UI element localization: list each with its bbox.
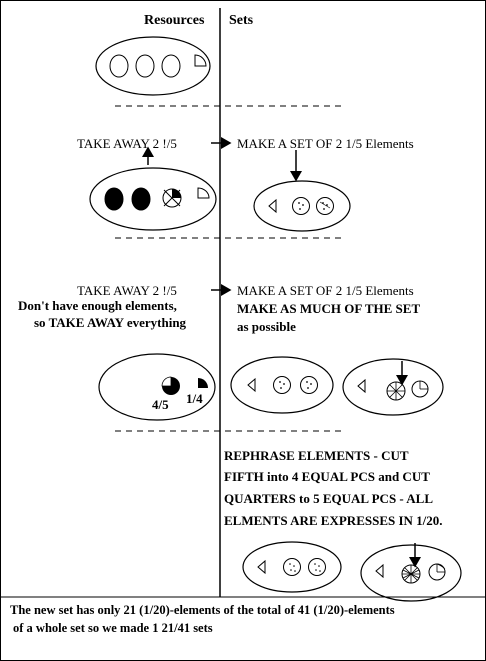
set-ellipse-step2-partial (342, 358, 444, 416)
set-ellipse-step2-full (230, 356, 334, 414)
step1-take-away-text: TAKE AWAY 2 !/5 (77, 136, 177, 151)
set-ellipse-step3-full (242, 541, 342, 593)
resources-ellipse-initial (95, 36, 211, 96)
step3-rephrase-line3: QUARTERS to 5 EQUAL PCS - ALL (224, 491, 434, 506)
resources-ellipse-step2 (98, 353, 216, 421)
quarter-piece-icon (197, 187, 210, 199)
resources-ellipse-step1 (89, 167, 217, 231)
quarter-piece-icon (194, 54, 207, 67)
step2-take-away-text: TAKE AWAY 2 !/5 (77, 283, 177, 298)
sets-header: Sets (229, 13, 254, 28)
step2-make-much-line1: MAKE AS MUCH OF THE SET (237, 301, 421, 316)
step2-make-much-line2: as possible (237, 319, 296, 334)
resources-header: Resources (144, 13, 205, 28)
step3-rephrase-line4: ELMENTS ARE EXPRESSES IN 1/20. (224, 513, 443, 528)
label-one-quarter: 1/4 (186, 391, 203, 406)
step2-not-enough-line1: Don't have enough elements, (18, 298, 177, 313)
step2-make-set-text: MAKE A SET OF 2 1/5 Elements (237, 283, 414, 298)
step3-rephrase-line2: FIFTH into 4 EQUAL PCS and CUT (224, 469, 430, 484)
label-four-fifths: 4/5 (152, 397, 169, 412)
step3-rephrase-line1: REPHRASE ELEMENTS - CUT (224, 448, 409, 463)
conclusion-line2: of a whole set so we made 1 21/41 sets (13, 621, 213, 635)
step1-make-set-text: MAKE A SET OF 2 1/5 Elements (237, 136, 414, 151)
set-ellipse-step1 (253, 180, 351, 232)
set-ellipse-step3-partial (360, 544, 462, 602)
conclusion-line1: The new set has only 21 (1/20)-elements … (10, 603, 395, 617)
step2-not-enough-line2: so TAKE AWAY everything (34, 315, 187, 330)
